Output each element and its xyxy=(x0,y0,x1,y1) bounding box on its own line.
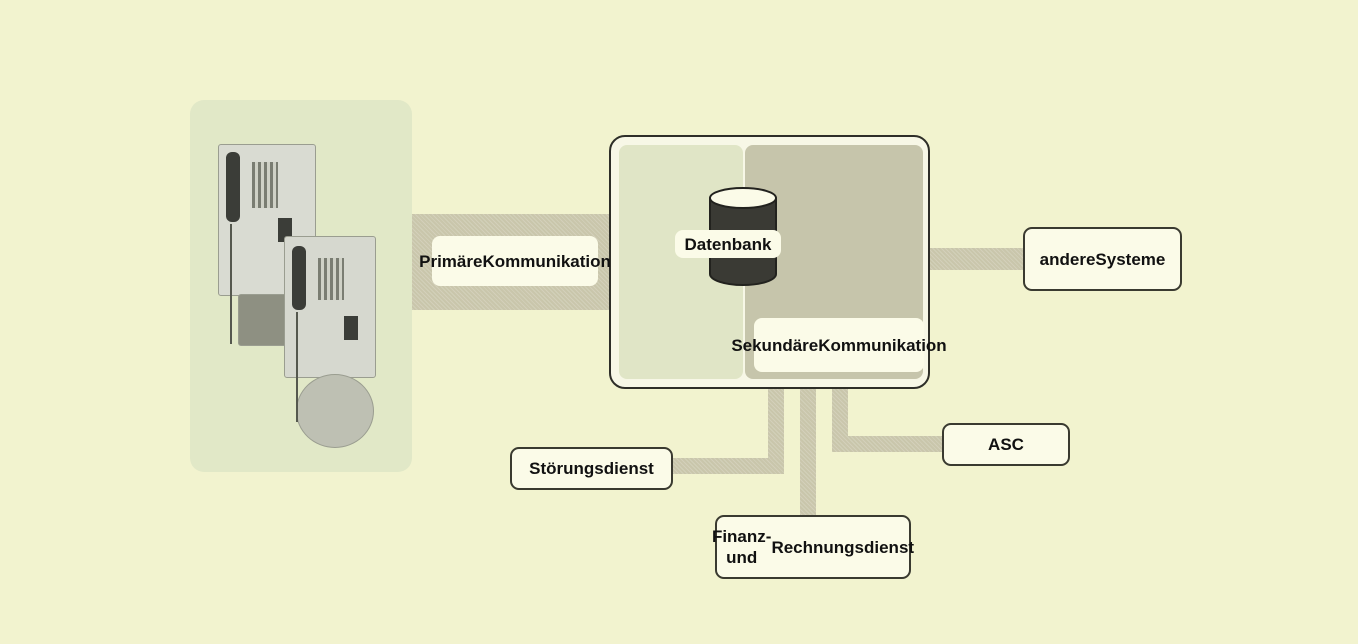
finance-link-band xyxy=(800,382,816,518)
other-systems-box: andere Systeme xyxy=(1023,227,1182,291)
fault-service-box: Störungsdienst xyxy=(510,447,673,490)
fault-service-link-band-vertical xyxy=(768,382,784,474)
finance-billing-box: Finanz- und Rechnungsdienst xyxy=(712,515,914,579)
fault-service-link-band-horizontal xyxy=(670,458,784,474)
database-label: Datenbank xyxy=(675,230,781,258)
other-systems-link-band xyxy=(924,248,1028,270)
payphones-photo xyxy=(190,100,412,472)
payphone-icon xyxy=(278,236,402,448)
primary-communication-label: Primäre Kommunikation xyxy=(419,236,611,286)
secondary-communication-label: Sekundäre Kommunikation xyxy=(731,318,947,372)
asc-link-band-vertical xyxy=(832,382,848,452)
asc-link-band-horizontal xyxy=(832,436,944,452)
asc-box: ASC xyxy=(942,423,1070,466)
